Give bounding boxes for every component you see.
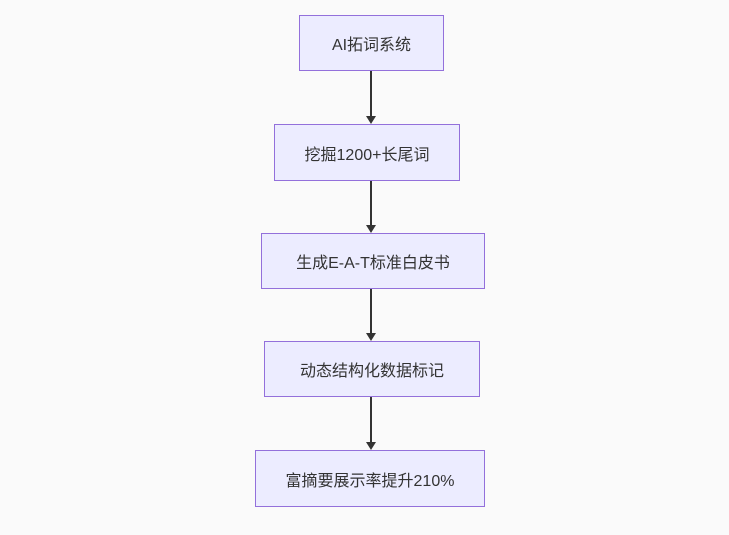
arrow-line <box>370 181 372 225</box>
arrow-head <box>366 116 376 124</box>
node-longtail-keyword-mining: 挖掘1200+长尾词 <box>274 124 460 181</box>
arrow-head <box>366 333 376 341</box>
arrow-head <box>366 225 376 233</box>
arrow-line <box>370 71 372 116</box>
flow-edge-2 <box>366 181 376 233</box>
flow-edge-1 <box>366 71 376 124</box>
node-label: 富摘要展示率提升210% <box>285 472 455 490</box>
node-rich-snippet-rate-increase: 富摘要展示率提升210% <box>255 450 485 507</box>
node-label: 挖掘1200+长尾词 <box>304 146 430 164</box>
arrow-head <box>366 442 376 450</box>
node-dynamic-structured-data-markup: 动态结构化数据标记 <box>264 341 480 397</box>
node-label: 生成E-A-T标准白皮书 <box>296 255 450 272</box>
arrow-line <box>370 397 372 442</box>
flow-edge-4 <box>366 397 376 450</box>
node-eat-standard-whitepaper: 生成E-A-T标准白皮书 <box>261 233 485 289</box>
node-label: 动态结构化数据标记 <box>299 363 444 380</box>
flow-edge-3 <box>366 289 376 341</box>
node-ai-word-expansion-system: AI拓词系统 <box>299 15 444 71</box>
arrow-line <box>370 289 372 333</box>
node-label: AI拓词系统 <box>331 37 412 54</box>
